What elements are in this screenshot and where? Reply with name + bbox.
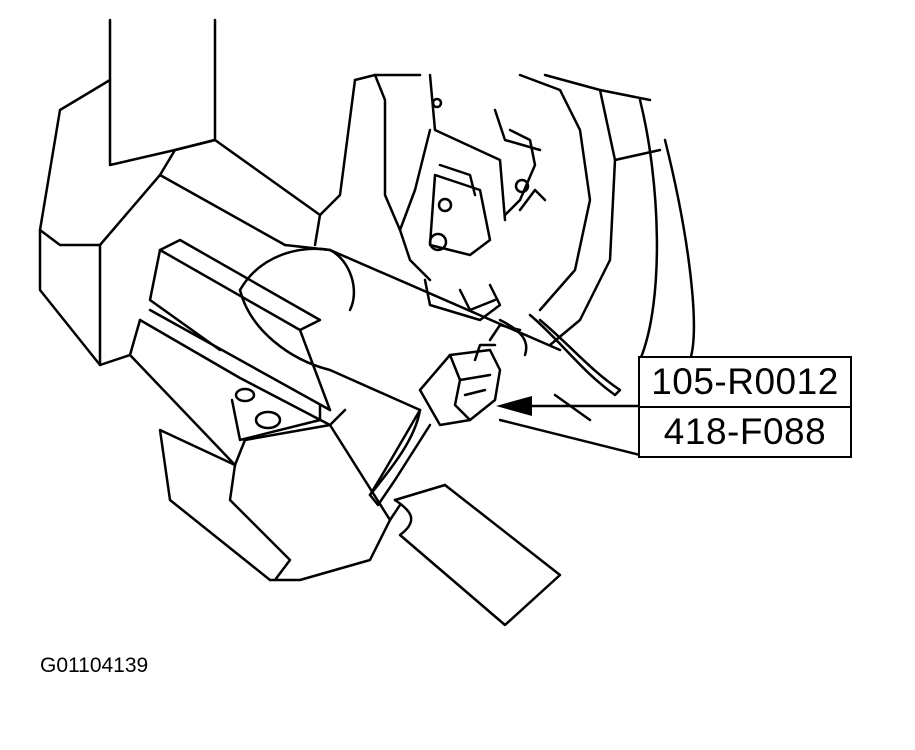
callout-text-top: 105-R0012 [651, 361, 839, 402]
floor-ribbon [393, 483, 562, 627]
seat-track-rail [128, 238, 347, 467]
figure-id: G01104139 [40, 654, 149, 677]
floor-base [158, 423, 402, 582]
callout-part-number-bottom: 418-F088 [638, 406, 852, 458]
callout-text-bottom: 418-F088 [663, 411, 827, 452]
center-cushion [238, 243, 562, 412]
callout-part-number-top: 105-R0012 [638, 356, 852, 408]
seat-base-outline [38, 18, 322, 367]
callout-leader-arrow [496, 396, 640, 416]
door-pillar [313, 73, 696, 362]
seat-connector [418, 343, 502, 427]
seat-latch-bracket [398, 73, 547, 322]
connector-tail [368, 408, 432, 507]
floor-edge [498, 393, 642, 457]
wiring-harness [488, 313, 622, 397]
